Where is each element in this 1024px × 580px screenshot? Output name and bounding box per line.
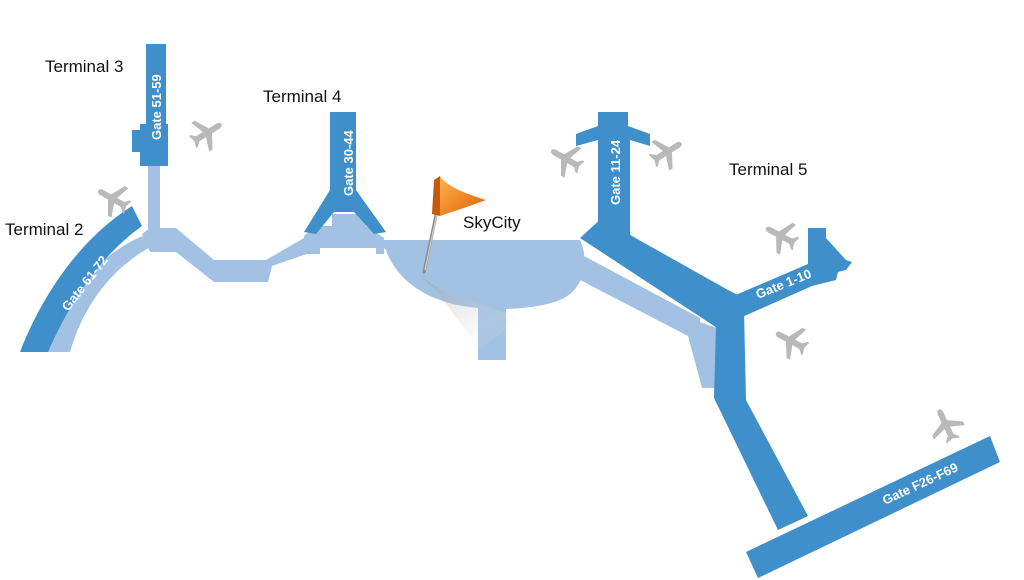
flag-shadow: [420, 276, 520, 350]
gate-30-44-label[interactable]: Gate 30-44: [341, 129, 356, 196]
airplane-icon: [758, 213, 804, 259]
airplane-icon: [643, 128, 691, 176]
airplane-icon: [183, 109, 231, 157]
airplane-icon: [923, 402, 969, 448]
terminal-4-label[interactable]: Terminal 4: [263, 87, 341, 106]
concourse-connectors: [38, 162, 732, 388]
terminal-3-label[interactable]: Terminal 3: [45, 57, 123, 76]
flag-pin-icon[interactable]: [422, 176, 486, 274]
gate-51-59-label[interactable]: Gate 51-59: [149, 74, 164, 140]
terminal-5-label[interactable]: Terminal 5: [729, 160, 807, 179]
terminal-2-label[interactable]: Terminal 2: [5, 220, 83, 239]
gate-piers: [20, 44, 1000, 578]
airplane-icon: [768, 318, 814, 364]
gate-11-24-label[interactable]: Gate 11-24: [608, 139, 623, 205]
skycity-label[interactable]: SkyCity: [463, 213, 521, 232]
